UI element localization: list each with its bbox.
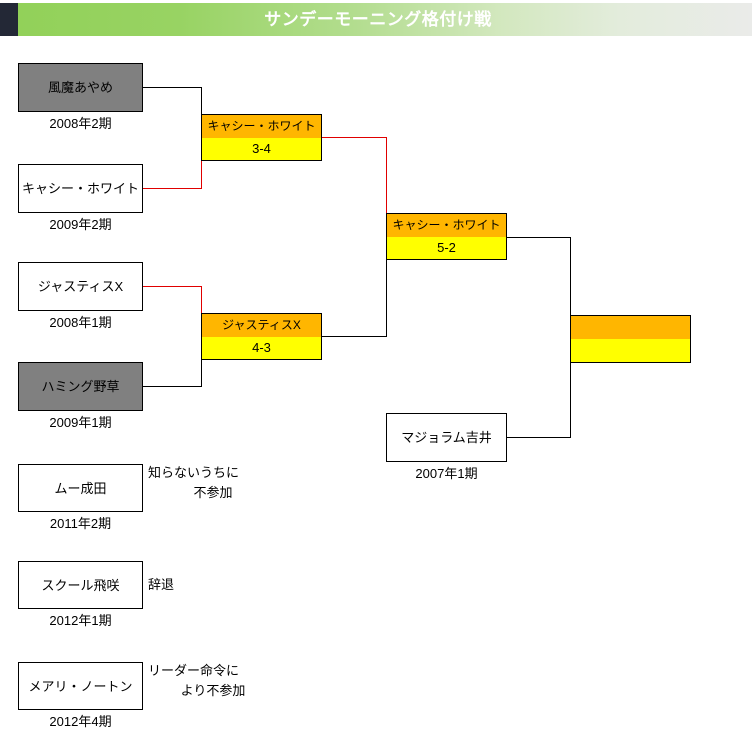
connector-pair2-vertical-bottom	[201, 336, 202, 387]
entrant-name-4: ハミング野草	[41, 379, 120, 394]
connector-pair1-vertical-bottom	[201, 138, 202, 189]
match-box-round1-1[interactable]: キャシー・ホワイト 3-4	[201, 114, 322, 161]
match-winner-name-round1-1: キャシー・ホワイト	[202, 115, 321, 138]
header-accent-bar	[0, 3, 18, 36]
connector-semifinal-vertical-bottom	[386, 236, 387, 337]
non-participant-season-3: 2012年4期	[49, 714, 112, 729]
entrant-box-2[interactable]: キャシー・ホワイト	[18, 164, 143, 213]
non-participant-name-3: メアリ・ノートン	[28, 678, 133, 694]
entrant-box-1[interactable]: 風魔あやめ	[18, 63, 143, 112]
connector-entrant1-horizontal	[143, 87, 202, 88]
non-participant-reason-3-line1: リーダー命令に	[148, 663, 240, 678]
connector-match2-horizontal	[322, 336, 387, 337]
entrant-name-2: キャシー・ホワイト	[21, 181, 139, 196]
match-score-round1-2: 4-3	[202, 336, 321, 359]
entrant-season-2: 2009年2期	[49, 217, 112, 232]
match-box-final[interactable]	[570, 315, 691, 363]
non-participant-name-2: スクール飛咲	[41, 577, 120, 593]
match-winner-name-final	[571, 316, 690, 339]
non-participant-reason-3-line2: より不参加	[180, 683, 246, 698]
non-participant-box-3[interactable]: メアリ・ノートン	[18, 662, 143, 710]
entrant-season-1: 2008年2期	[49, 116, 112, 131]
connector-entrant4-horizontal	[143, 386, 202, 387]
entrant-name-bye: マジョラム吉井	[401, 430, 492, 445]
connector-semifinal-horizontal	[507, 237, 571, 238]
entrant-name-3: ジャスティスX	[37, 279, 124, 294]
match-box-round1-2[interactable]: ジャスティスX 4-3	[201, 313, 322, 360]
non-participant-reason-1-line1: 知らないうちに	[148, 465, 240, 480]
non-participant-season-1: 2011年2期	[49, 516, 112, 531]
match-box-semifinal[interactable]: キャシー・ホワイト 5-2	[386, 213, 507, 260]
entrant-season-4: 2009年1期	[49, 415, 112, 430]
entrant-season-3: 2008年1期	[49, 315, 112, 330]
connector-pair2-vertical-top	[201, 286, 202, 337]
non-participant-name-1: ムー成田	[54, 480, 107, 496]
non-participant-reason-1-line2: 不参加	[193, 485, 233, 500]
non-participant-box-1[interactable]: ムー成田	[18, 464, 143, 512]
connector-match1-horizontal	[322, 137, 387, 138]
match-score-semifinal: 5-2	[387, 236, 506, 259]
match-score-final	[571, 339, 690, 362]
page-title: サンデーモーニング格付け戦	[264, 10, 492, 29]
non-participant-reason-2: 辞退	[148, 575, 278, 595]
entrant-box-3[interactable]: ジャスティスX	[18, 262, 143, 311]
non-participant-box-2[interactable]: スクール飛咲	[18, 561, 143, 609]
non-participant-season-2: 2012年1期	[49, 613, 112, 628]
match-winner-name-round1-2: ジャスティスX	[202, 314, 321, 337]
match-winner-name-semifinal: キャシー・ホワイト	[387, 214, 506, 237]
entrant-season-bye: 2007年1期	[415, 466, 478, 481]
connector-entrant3-horizontal	[143, 286, 202, 287]
non-participant-reason-1: 知らないうちに 不参加	[148, 463, 278, 503]
connector-entrant2-horizontal	[143, 188, 202, 189]
entrant-box-4[interactable]: ハミング野草	[18, 362, 143, 411]
connector-semifinal-vertical-top	[386, 137, 387, 237]
connector-bye-horizontal	[507, 437, 571, 438]
connector-pair1-vertical-top	[201, 87, 202, 139]
header-banner: サンデーモーニング格付け戦	[0, 3, 752, 36]
non-participant-reason-2-line1: 辞退	[148, 577, 175, 592]
match-score-round1-1: 3-4	[202, 137, 321, 160]
entrant-box-bye[interactable]: マジョラム吉井	[386, 413, 507, 462]
entrant-name-1: 風魔あやめ	[47, 80, 113, 95]
non-participant-reason-3: リーダー命令に より不参加	[148, 661, 278, 701]
header-gradient-bar	[18, 3, 752, 36]
